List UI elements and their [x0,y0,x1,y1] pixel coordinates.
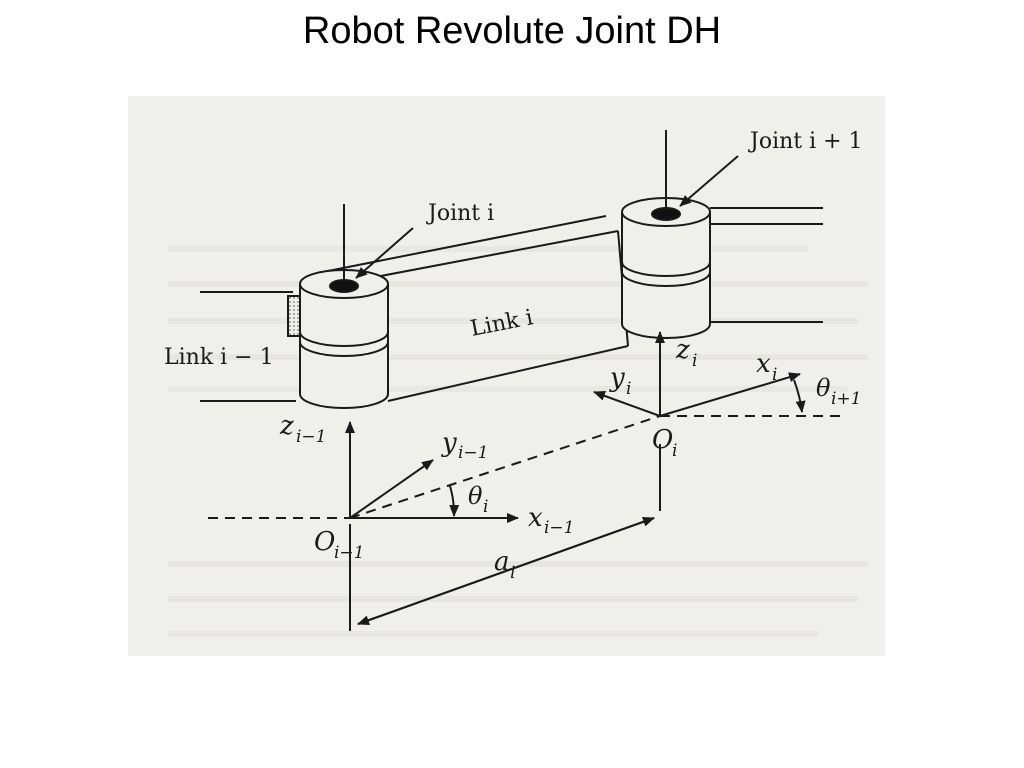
y-i-label: y [609,363,625,393]
y-i-minus-1-label: y [441,428,457,458]
z-i-minus-1-subscript: i−1 [296,427,327,447]
x-i-minus-1-subscript: i−1 [544,518,575,538]
theta-i-plus-1-label: θ [816,374,831,402]
robot-drawing [200,130,840,631]
link-i-label: Link i [468,305,535,342]
joint-i-label: Joint i [426,201,494,226]
x-i-label: x [756,349,771,379]
joint-i-plus-1-label: Joint i + 1 [748,129,863,154]
joint-i-cylinder [299,204,389,409]
z-i-label: z [675,335,690,365]
o-i-minus-1-label: O [314,527,335,557]
a-i-subscript: i [510,563,515,583]
o-i-subscript: i [672,441,677,461]
o-i-minus-1-subscript: i−1 [334,543,365,563]
z-i-minus-1-label: z [279,411,294,441]
joint-i-plus-1-leader-arrow [679,155,739,207]
joint-i-plus-1-cylinder [621,130,711,339]
slide-title: Robot Revolute Joint DH [302,10,722,52]
theta-i-plus-1-subscript: i+1 [831,389,862,409]
a-i-label: a [494,547,510,577]
x-i-subscript: i [772,365,777,385]
a-i-dimension [357,517,655,625]
frame-i [593,331,840,511]
dh-diagram: Joint i Joint i + 1 Link i Link i − 1 z … [164,129,868,637]
dh-diagram-panel: Joint i Joint i + 1 Link i Link i − 1 z … [128,96,885,656]
scan-bleed-through [168,246,868,637]
link-i-minus-1-label: Link i − 1 [164,345,274,370]
x-i-minus-1-label: x [528,503,543,533]
theta-i-label: θ [468,482,483,510]
frame-i-minus-1 [208,415,661,631]
joint-i-leader-arrow [355,227,414,279]
z-i-subscript: i [692,351,697,371]
y-i-subscript: i [626,379,631,399]
link-i-plus-1-shape [710,207,823,323]
y-i-minus-1-subscript: i−1 [458,443,489,463]
o-i-label: O [652,425,673,455]
theta-i-subscript: i [483,497,488,517]
